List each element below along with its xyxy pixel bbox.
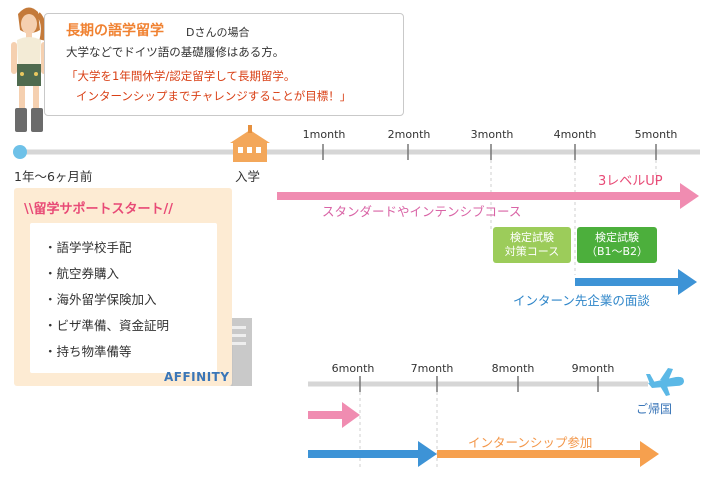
school-icon <box>230 125 270 162</box>
month-label: 4month <box>553 128 597 141</box>
internship-arrow <box>437 441 659 467</box>
support-item: ・語学学校手配 <box>44 240 132 255</box>
entry-label: 入学 <box>235 169 261 184</box>
month-label: 6month <box>331 362 375 375</box>
support-item: ・航空券購入 <box>44 266 120 281</box>
start-label: 1年〜6ヶ月前 <box>14 169 93 184</box>
airplane-icon <box>646 368 684 396</box>
month-label: 7month <box>410 362 454 375</box>
support-item: ・海外留学保険加入 <box>44 292 157 307</box>
test-prep-box: 検定試験 対策コース <box>493 227 571 263</box>
level-up-label: 3レベルUP <box>598 174 663 189</box>
test-prep-line2: 対策コース <box>504 245 560 258</box>
profile-box <box>44 13 404 116</box>
month-label: 1month <box>302 128 346 141</box>
bottom-timeline <box>308 368 684 470</box>
interview-arrow <box>575 269 697 295</box>
blue-bottom-arrow <box>308 441 437 467</box>
profile-subtitle: Dさんの場合 <box>186 26 250 39</box>
test-line1: 検定試験 <box>595 231 639 244</box>
month-label: 8month <box>491 362 535 375</box>
support-title: \\留学サポートスタート// <box>24 202 173 217</box>
support-item: ・持ち物準備等 <box>44 344 132 359</box>
month-label: 9month <box>571 362 615 375</box>
support-list <box>30 223 217 373</box>
month-label: 5month <box>634 128 678 141</box>
month-label: 2month <box>387 128 431 141</box>
profile-title: 長期の語学留学 <box>66 23 164 39</box>
student-illustration <box>11 7 47 132</box>
pink-short-arrow <box>308 402 360 428</box>
course-label: スタンダードやインテンシブコース <box>322 204 522 219</box>
top-timeline <box>13 125 700 275</box>
test-line2: （B1〜B2） <box>585 245 649 258</box>
profile-quote-line1: 「大学を1年間休学/認定留学して長期留学。 <box>66 69 296 83</box>
profile-quote-line2: インターンシップまでチャレンジすることが目標！」 <box>76 89 352 103</box>
internship-label: インターンシップ参加 <box>468 435 593 450</box>
support-item: ・ビザ準備、資金証明 <box>44 318 170 333</box>
start-dot <box>13 145 27 159</box>
test-box: 検定試験 （B1〜B2） <box>577 227 657 263</box>
interview-label: インターン先企業の面談 <box>513 293 650 308</box>
test-prep-line1: 検定試験 <box>510 231 554 244</box>
return-label: ご帰国 <box>636 402 673 416</box>
course-arrow <box>277 183 699 209</box>
profile-quote: 「大学を1年間休学/認定留学して長期留学。 インターンシップまでチャレンジするこ… <box>66 66 351 106</box>
month-label: 3month <box>470 128 514 141</box>
profile-description: 大学などでドイツ語の基礎履修はある方。 <box>66 45 285 59</box>
affinity-logo-text: AFFINITY <box>164 370 230 384</box>
